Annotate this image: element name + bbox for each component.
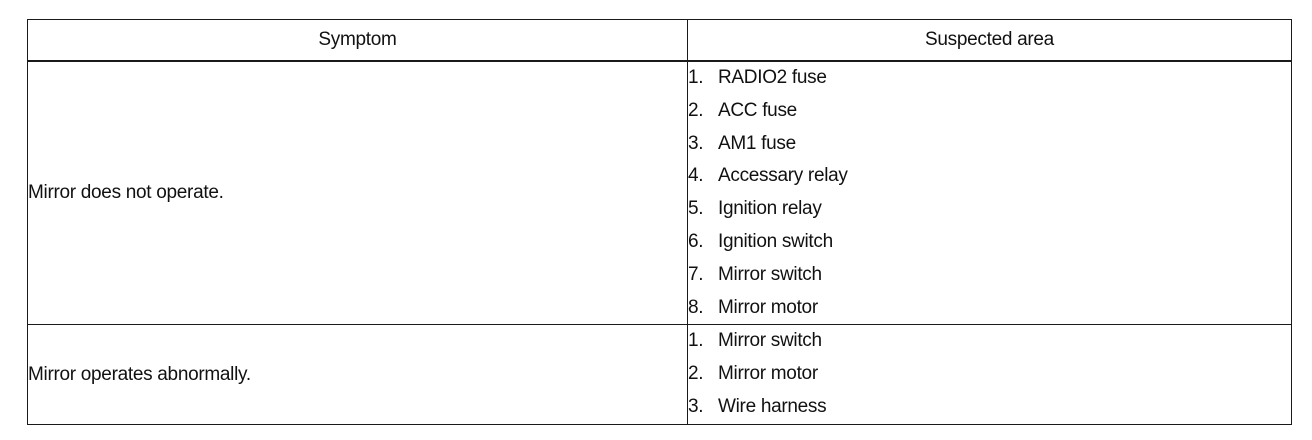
item-number: 8. bbox=[688, 296, 704, 318]
item-number: 4. bbox=[688, 165, 704, 187]
troubleshooting-table: Symptom Suspected area Mirror does not o… bbox=[27, 19, 1292, 425]
item-text: Mirror switch bbox=[718, 263, 822, 285]
item-number: 7. bbox=[688, 263, 704, 285]
list-item: 6. Ignition switch bbox=[688, 226, 1291, 259]
list-item: 1. Mirror switch bbox=[688, 325, 1291, 358]
header-suspected-area: Suspected area bbox=[687, 19, 1292, 62]
item-text: ACC fuse bbox=[718, 99, 797, 121]
item-text: Accessary relay bbox=[718, 165, 848, 187]
table-row: Mirror operates abnormally. 1. Mirror swi… bbox=[27, 324, 1292, 425]
list-item: 1. RADIO2 fuse bbox=[688, 62, 1291, 95]
item-number: 2. bbox=[688, 99, 704, 121]
item-text: AM1 fuse bbox=[718, 132, 796, 154]
item-number: 3. bbox=[688, 395, 704, 417]
item-number: 2. bbox=[688, 363, 704, 385]
list-item: 3. AM1 fuse bbox=[688, 128, 1291, 161]
table-body: Mirror does not operate. 1. RADIO2 fuse 2… bbox=[27, 60, 1292, 425]
item-text: Mirror motor bbox=[718, 296, 818, 318]
header-row: Symptom Suspected area bbox=[27, 19, 1292, 62]
suspected-area-cell: 1. Mirror switch 2. Mirror motor 3. Wire ha… bbox=[687, 324, 1292, 425]
item-text: RADIO2 fuse bbox=[718, 67, 827, 88]
table-header: Symptom Suspected area bbox=[27, 19, 1292, 62]
list-item: 7. Mirror switch bbox=[688, 259, 1291, 292]
item-number: 3. bbox=[688, 132, 704, 154]
list-item: 2. Mirror motor bbox=[688, 358, 1291, 391]
list-item: 8. Mirror motor bbox=[688, 292, 1291, 325]
item-number: 1. bbox=[688, 330, 704, 352]
item-number: 1. bbox=[688, 67, 704, 88]
list-item: 5. Ignition relay bbox=[688, 193, 1291, 226]
list-item: 4. Accessary relay bbox=[688, 160, 1291, 193]
list-item: 2. ACC fuse bbox=[688, 95, 1291, 128]
table-row: Mirror does not operate. 1. RADIO2 fuse 2… bbox=[27, 60, 1292, 326]
item-text: Mirror motor bbox=[718, 363, 818, 385]
symptom-cell: Mirror does not operate. bbox=[27, 60, 688, 326]
header-symptom: Symptom bbox=[27, 19, 688, 62]
suspected-area-list: 1. RADIO2 fuse 2. ACC fuse 3. AM1 fuse 4. Ac… bbox=[688, 62, 1291, 324]
item-text: Ignition relay bbox=[718, 198, 822, 220]
item-number: 6. bbox=[688, 230, 704, 252]
item-number: 5. bbox=[688, 198, 704, 220]
item-text: Wire harness bbox=[718, 395, 827, 417]
suspected-area-cell: 1. RADIO2 fuse 2. ACC fuse 3. AM1 fuse 4. Ac… bbox=[687, 60, 1292, 326]
suspected-area-list: 1. Mirror switch 2. Mirror motor 3. Wire ha… bbox=[688, 325, 1291, 423]
list-item: 3. Wire harness bbox=[688, 391, 1291, 424]
item-text: Ignition switch bbox=[718, 230, 833, 252]
item-text: Mirror switch bbox=[718, 330, 822, 352]
symptom-cell: Mirror operates abnormally. bbox=[27, 324, 688, 425]
